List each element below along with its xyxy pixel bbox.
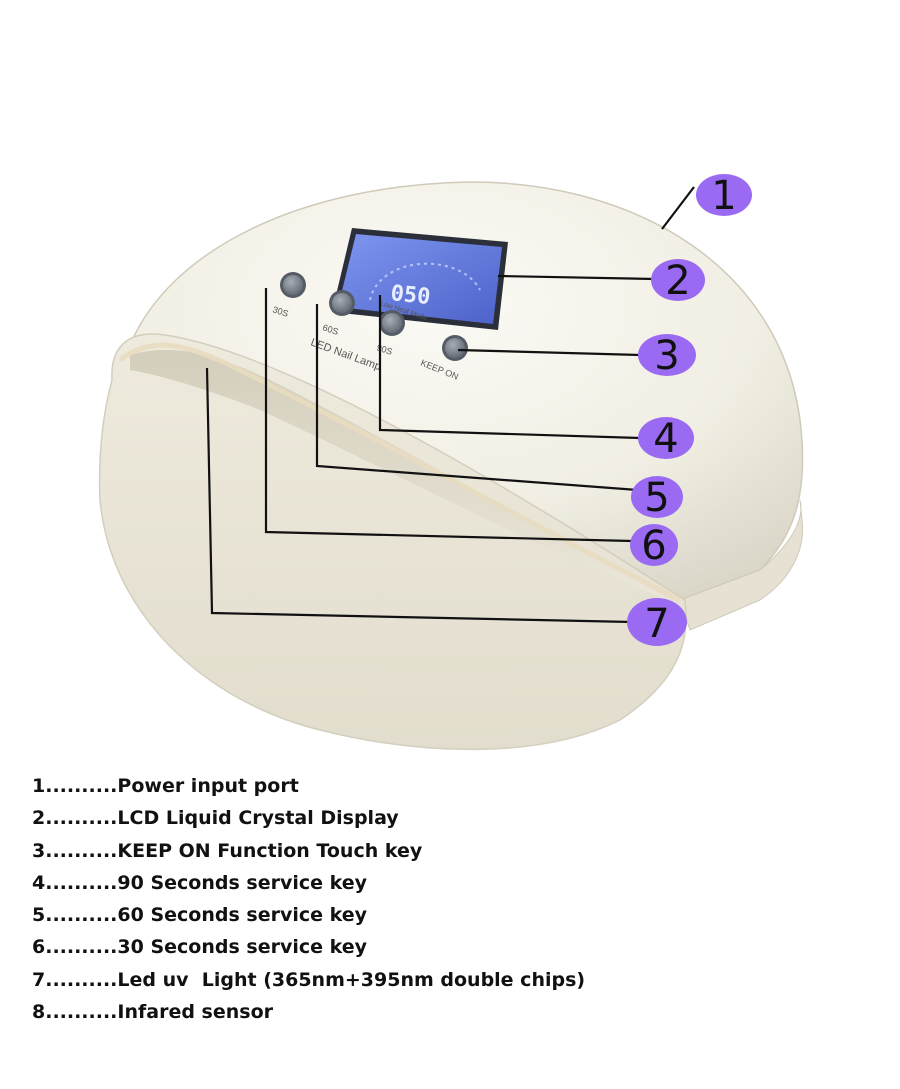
leader-line-1 bbox=[661, 186, 695, 230]
legend-item: 1..........Power input port bbox=[32, 770, 872, 802]
legend-item-prefix: 2.......... bbox=[32, 807, 118, 830]
lamp-cavity bbox=[130, 349, 670, 600]
legend-item: 2..........LCD Liquid Crystal Display bbox=[32, 802, 872, 834]
legend-item-text: KEEP ON Function Touch key bbox=[117, 839, 423, 862]
leader-line-3 bbox=[457, 348, 641, 357]
legend-item-text: 30 Seconds service key bbox=[117, 936, 368, 959]
legend-item-text: Infared sensor bbox=[117, 1001, 274, 1024]
legend-item-text: 60 Seconds service key bbox=[117, 904, 368, 927]
legend-item-prefix: 6.......... bbox=[32, 936, 118, 959]
legend-item-prefix: 1.......... bbox=[32, 775, 118, 797]
legend-item: 6..........30 Seconds service key bbox=[32, 931, 872, 963]
callout-3: 3 bbox=[638, 333, 696, 379]
legend-item-prefix: 3.......... bbox=[32, 839, 118, 862]
lamp-rim bbox=[118, 342, 682, 603]
callout-4: 4 bbox=[638, 416, 694, 462]
button-60s-label: 60S bbox=[321, 322, 339, 336]
button-30s[interactable]: 30S bbox=[271, 272, 306, 319]
callout-4-number: 4 bbox=[653, 416, 678, 462]
leader-line-5 bbox=[315, 304, 639, 492]
legend-item-prefix: 5.......... bbox=[32, 904, 118, 927]
callout-5: 5 bbox=[631, 475, 683, 521]
leader-line-7 bbox=[205, 367, 633, 624]
legend-item-prefix: 4.......... bbox=[32, 871, 118, 894]
legend-item-prefix: 8.......... bbox=[32, 1001, 118, 1024]
callout-2: 2 bbox=[651, 258, 705, 304]
button-30s-label: 30S bbox=[271, 304, 289, 318]
legend-item: 8..........Infared sensor bbox=[32, 996, 872, 1028]
legend-item-text: Power input port bbox=[117, 775, 299, 797]
legend-item-prefix: 7.......... bbox=[32, 968, 118, 991]
button-60s[interactable]: 60S bbox=[321, 290, 355, 337]
leader-line-4 bbox=[378, 295, 641, 440]
callout-5-number: 5 bbox=[644, 475, 669, 521]
callout-2-number: 2 bbox=[665, 258, 690, 304]
callout-1: 1 bbox=[696, 173, 752, 219]
callout-1-number: 1 bbox=[711, 173, 736, 219]
leader-line-2 bbox=[497, 274, 656, 281]
callout-6-number: 6 bbox=[641, 523, 666, 569]
leader-line-6 bbox=[264, 288, 633, 543]
legend-item: 5..........60 Seconds service key bbox=[32, 899, 872, 931]
legend-item: 3..........KEEP ON Function Touch key bbox=[32, 835, 872, 867]
callout-6: 6 bbox=[630, 523, 678, 569]
lcd-display: 050 bbox=[332, 228, 508, 330]
lamp-base bbox=[679, 499, 804, 631]
lcd-reading: 050 bbox=[389, 281, 431, 310]
legend-item-text: Led uv Light (365nm+395nm double chips) bbox=[117, 968, 586, 991]
legend-item-text: LCD Liquid Crystal Display bbox=[117, 807, 399, 830]
callout-7: 7 bbox=[627, 598, 687, 647]
legend-item: 4..........90 Seconds service key bbox=[32, 867, 872, 899]
callout-7-number: 7 bbox=[644, 601, 669, 647]
legend-list: 1..........Power input port 2..........L… bbox=[32, 770, 872, 1028]
callout-3-number: 3 bbox=[654, 333, 679, 379]
nail-lamp-diagram: 050 30S 60S 90S Low Heat Mode KEEP ON LE… bbox=[98, 173, 804, 751]
leader-lines bbox=[205, 186, 695, 624]
legend-item: 7..........Led uv Light (365nm+395nm dou… bbox=[32, 964, 872, 996]
legend-item-text: 90 Seconds service key bbox=[117, 871, 368, 894]
